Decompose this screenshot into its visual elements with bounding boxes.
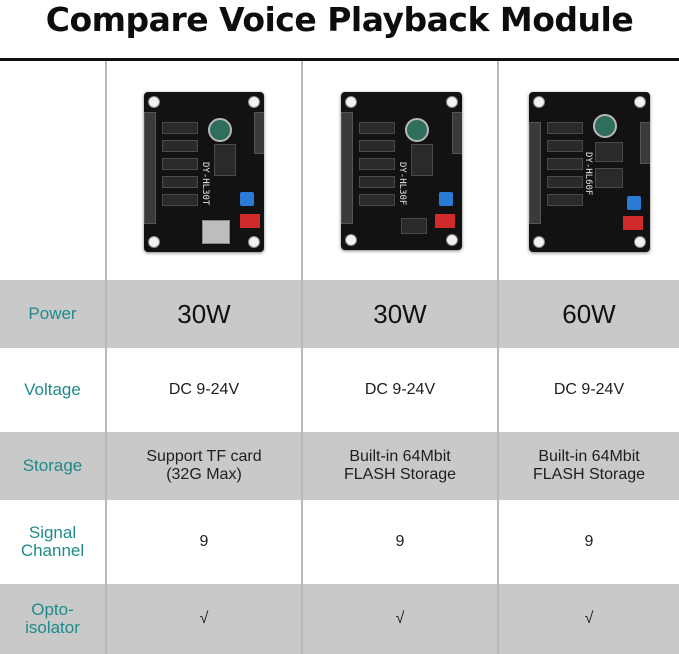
storage-value-1: Support TF card (32G Max) (107, 432, 301, 500)
page-title: Compare Voice Playback Module (45, 0, 634, 39)
storage-value-2: Built-in 64Mbit FLASH Storage (303, 432, 497, 500)
storage-value-3-line-1: Built-in 64Mbit (538, 448, 640, 465)
power-value-2: 30W (373, 299, 427, 329)
image-row-label (0, 61, 105, 280)
opto-isolator-check-3: √ (584, 610, 594, 627)
storage-value-2-line-1: Built-in 64Mbit (349, 448, 451, 465)
opto-isolator-check-1: √ (199, 610, 209, 627)
power-value-3: 60W (562, 299, 616, 329)
signal-channel-label-line-1: Signal (28, 523, 77, 542)
signal-channel-value-2: 9 (395, 533, 405, 550)
pcb-board-dy-hl30f-icon: DY-HL30F (341, 92, 462, 250)
opto-isolator-label-line-2: isolator (25, 618, 80, 637)
column-divider-2 (301, 61, 303, 654)
storage-value-3: Built-in 64Mbit FLASH Storage (499, 432, 679, 500)
signal-channel-value-3: 9 (584, 533, 594, 550)
title-bar: Compare Voice Playback Module (0, 0, 679, 61)
comparison-table: DY-HL30T DY-HL30F (0, 61, 679, 654)
power-value-1: 30W (177, 299, 231, 329)
column-divider-3 (497, 61, 499, 654)
voltage-label: Voltage (24, 380, 81, 399)
opto-isolator-label-line-1: Opto- (31, 600, 74, 619)
signal-channel-value-1: 9 (199, 533, 209, 550)
opto-isolator-row: Opto- isolator √ √ √ (0, 584, 679, 654)
power-row: Power 30W 30W 60W (0, 280, 679, 348)
column-divider-1 (105, 61, 107, 654)
storage-value-1-line-1: Support TF card (146, 448, 262, 465)
voltage-value-3: DC 9-24V (553, 381, 625, 398)
voltage-value-2: DC 9-24V (364, 381, 436, 398)
pcb-board-dy-hl60f-icon: DY-HL60F (529, 92, 650, 252)
opto-isolator-label: Opto- isolator (0, 584, 105, 654)
signal-channel-row: Signal Channel 9 9 9 (0, 500, 679, 584)
image-row: DY-HL30T DY-HL30F (0, 61, 679, 280)
storage-value-1-line-2: (32G Max) (166, 466, 242, 483)
pcb-board-dy-hl30t-icon: DY-HL30T (144, 92, 264, 252)
storage-label: Storage (22, 456, 83, 475)
storage-value-2-line-2: FLASH Storage (343, 466, 457, 483)
signal-channel-label-line-2: Channel (20, 541, 85, 560)
voltage-row: Voltage DC 9-24V DC 9-24V DC 9-24V (0, 348, 679, 432)
signal-channel-label: Signal Channel (0, 500, 105, 584)
opto-isolator-check-2: √ (395, 610, 405, 627)
title-divider (0, 58, 679, 61)
power-label: Power (28, 304, 77, 323)
voltage-value-1: DC 9-24V (168, 381, 240, 398)
storage-value-3-line-2: FLASH Storage (532, 466, 646, 483)
storage-row: Storage Support TF card (32G Max) Built-… (0, 432, 679, 500)
